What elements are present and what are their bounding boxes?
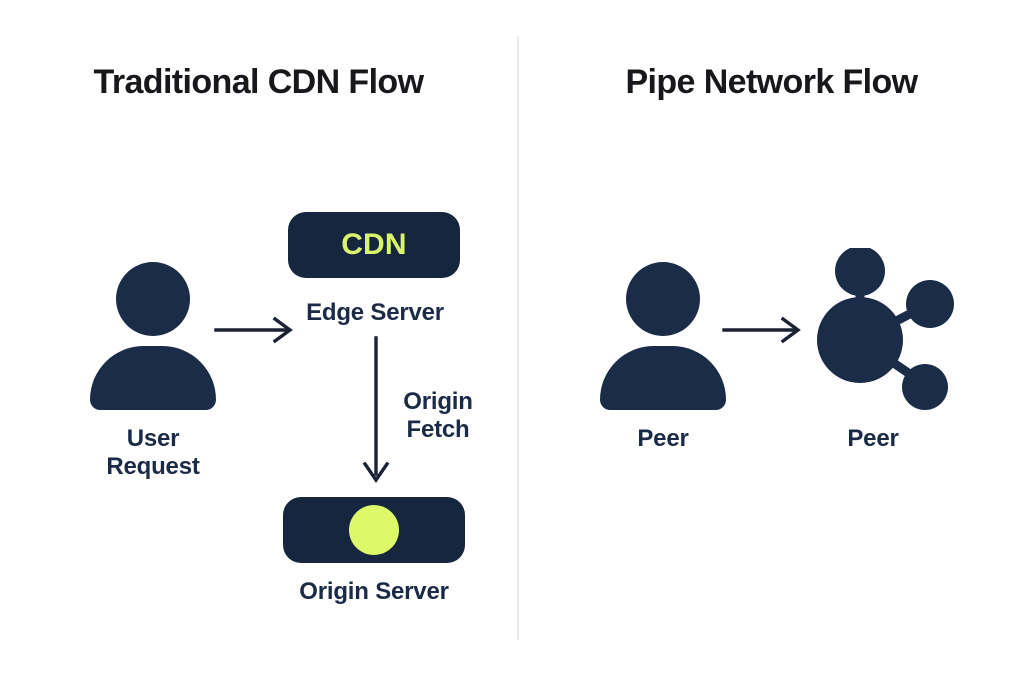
- arrow-right-icon: [722, 316, 801, 344]
- cdn-badge: CDN: [288, 212, 460, 278]
- origin-status-dot: [349, 505, 399, 555]
- user-request-label: User Request: [106, 425, 200, 481]
- cdn-badge-text: CDN: [341, 228, 407, 261]
- edge-server-label: Edge Server: [306, 299, 444, 326]
- person-head: [626, 262, 700, 336]
- right-panel-title: Pipe Network Flow: [625, 63, 918, 101]
- person-icon: [600, 262, 726, 410]
- origin-server-label: Origin Server: [299, 578, 449, 605]
- left-panel-title: Traditional CDN Flow: [93, 63, 425, 101]
- origin-server-badge: [283, 497, 465, 563]
- person-body: [90, 346, 216, 410]
- arrow-right-icon: [214, 316, 293, 344]
- panel-divider: [517, 36, 519, 640]
- origin-fetch-label: Origin Fetch: [403, 388, 473, 444]
- peer-left-label: Peer: [637, 425, 689, 452]
- arrow-down-icon: [362, 336, 390, 484]
- network-node-icon: [817, 248, 954, 410]
- person-body: [600, 346, 726, 410]
- person-icon: [90, 262, 216, 410]
- person-head: [116, 262, 190, 336]
- peer-right-label: Peer: [847, 425, 899, 452]
